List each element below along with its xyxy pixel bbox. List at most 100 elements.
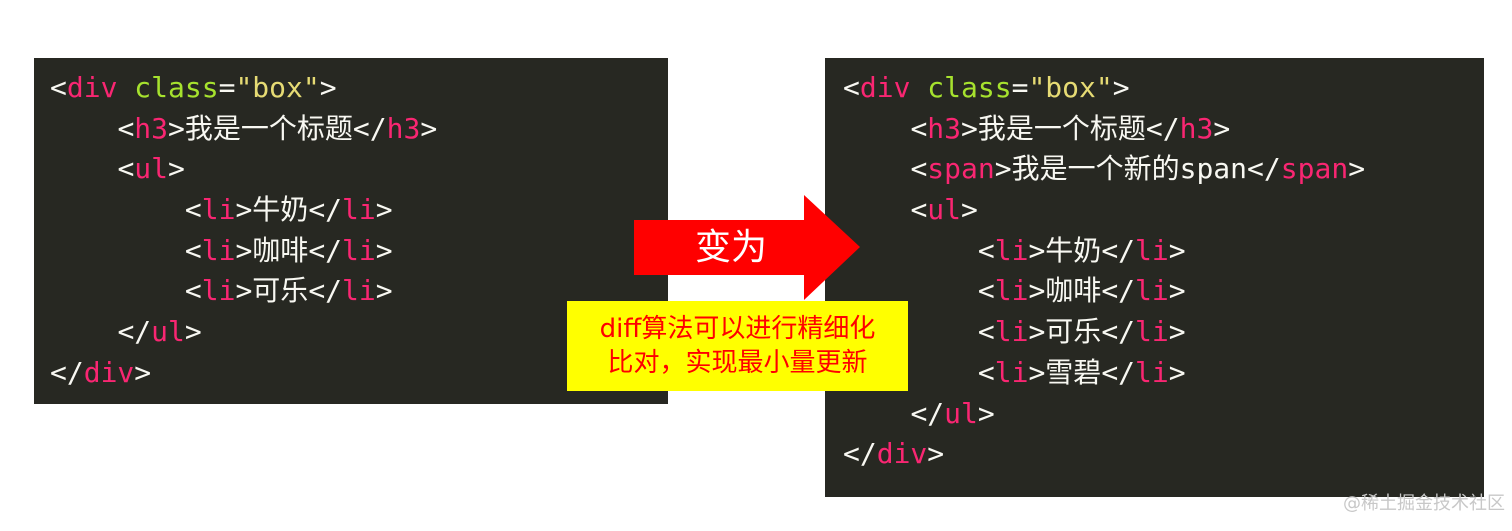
tag-name: ul bbox=[927, 193, 962, 227]
code-panel-after: <div class="box"> <h3>我是一个标题</h3> <span>… bbox=[825, 58, 1484, 497]
code-line: </ul> bbox=[50, 312, 668, 353]
code-token: > bbox=[994, 152, 1012, 186]
code-token: </ bbox=[1145, 111, 1180, 145]
code-token: > bbox=[168, 152, 185, 186]
tag-name: div bbox=[859, 71, 911, 104]
arrow-shape bbox=[634, 195, 860, 300]
attr-name: class bbox=[927, 71, 1012, 104]
code-token: > bbox=[1213, 111, 1231, 145]
code-token: > bbox=[1348, 152, 1366, 186]
code-token: > bbox=[1168, 274, 1186, 308]
code-token: > bbox=[1028, 274, 1046, 308]
indent bbox=[50, 274, 185, 307]
code-line: </div> bbox=[50, 353, 668, 394]
code-token: < bbox=[117, 152, 135, 186]
code-token: </ bbox=[1101, 315, 1136, 349]
arrow-label: 变为 bbox=[694, 227, 767, 268]
code-token: </ bbox=[1247, 152, 1281, 186]
code-token: > bbox=[235, 233, 253, 267]
code-token: > bbox=[977, 396, 995, 430]
tag-name: li bbox=[1135, 274, 1169, 308]
code-line: </div> bbox=[843, 434, 1484, 475]
code-token: > bbox=[961, 193, 978, 227]
transform-arrow-icon bbox=[634, 195, 860, 300]
indent bbox=[50, 315, 117, 348]
code-line: <h3>我是一个标题</h3> bbox=[50, 109, 668, 150]
code-token: > bbox=[134, 355, 152, 389]
code-token bbox=[117, 71, 134, 104]
code-token: </ bbox=[117, 315, 152, 349]
tag-name: li bbox=[342, 193, 376, 227]
code-token: </ bbox=[308, 193, 343, 227]
code-token: > bbox=[1168, 233, 1186, 267]
code-token: = bbox=[1011, 71, 1029, 104]
code-token: > bbox=[961, 111, 978, 145]
code-token: < bbox=[184, 193, 202, 227]
indent bbox=[843, 397, 910, 430]
code-token: </ bbox=[1101, 355, 1136, 389]
element-text: 可乐 bbox=[1045, 315, 1102, 349]
code-line: <li>雪碧</li> bbox=[843, 353, 1484, 394]
tag-name: h3 bbox=[386, 111, 421, 145]
code-token: </ bbox=[910, 396, 945, 430]
watermark: @稀土掘金技术社区 bbox=[1343, 493, 1505, 514]
code-line: <li>牛奶</li> bbox=[50, 190, 668, 231]
code-token: > bbox=[1028, 355, 1046, 389]
tag-name: li bbox=[201, 233, 236, 267]
tag-name: li bbox=[1135, 315, 1169, 349]
code-panel-before: <div class="box"> <h3>我是一个标题</h3> <ul> <… bbox=[34, 58, 668, 404]
indent bbox=[843, 112, 910, 145]
code-line: <li>可乐</li> bbox=[50, 271, 668, 312]
code-token: > bbox=[235, 193, 253, 227]
tag-name: li bbox=[994, 355, 1029, 389]
tag-name: li bbox=[1135, 355, 1169, 389]
tag-name: div bbox=[876, 437, 928, 471]
tag-name: span bbox=[1280, 152, 1349, 186]
indent bbox=[50, 152, 117, 185]
code-token: </ bbox=[843, 437, 877, 471]
code-token: > bbox=[1168, 315, 1186, 349]
code-token: < bbox=[977, 233, 995, 267]
code-token: < bbox=[184, 233, 202, 267]
code-token: > bbox=[1028, 315, 1046, 349]
code-token: > bbox=[1168, 355, 1186, 389]
code-token: < bbox=[184, 274, 202, 308]
element-text: 可乐 bbox=[252, 274, 309, 308]
element-text: 我是一个标题 bbox=[977, 111, 1146, 145]
tag-name: h3 bbox=[927, 111, 962, 145]
code-token: > bbox=[1028, 233, 1046, 267]
code-token: > bbox=[235, 274, 253, 308]
tag-name: li bbox=[342, 233, 376, 267]
tag-name: li bbox=[201, 193, 236, 227]
code-line: <h3>我是一个标题</h3> bbox=[843, 109, 1484, 150]
diff-callout: diff算法可以进行精细化 比对，实现最小量更新 bbox=[567, 301, 908, 391]
indent bbox=[50, 193, 185, 226]
indent bbox=[843, 234, 978, 267]
code-line: <li>可乐</li> bbox=[843, 312, 1484, 353]
tag-name: ul bbox=[944, 396, 978, 430]
code-line: <div class="box"> bbox=[843, 68, 1484, 109]
tag-name: li bbox=[994, 274, 1029, 308]
code-token: < bbox=[910, 152, 928, 186]
attr-value: "box" bbox=[1028, 71, 1113, 104]
tag-name: h3 bbox=[134, 111, 169, 145]
element-text: 雪碧 bbox=[1045, 355, 1102, 389]
code-token: > bbox=[319, 71, 337, 104]
tag-name: ul bbox=[134, 152, 169, 186]
tag-name: li bbox=[1135, 233, 1169, 267]
code-line: <li>牛奶</li> bbox=[843, 231, 1484, 272]
code-token: > bbox=[927, 437, 945, 471]
tag-name: h3 bbox=[1179, 111, 1214, 145]
code-token: </ bbox=[50, 355, 84, 389]
code-token: > bbox=[375, 193, 393, 227]
code-line: <span>我是一个新的span</span> bbox=[843, 149, 1484, 190]
code-token: > bbox=[184, 315, 202, 349]
element-text: 咖啡 bbox=[1045, 274, 1102, 308]
callout-line: 比对，实现最小量更新 bbox=[607, 348, 868, 378]
element-text: 咖啡 bbox=[252, 233, 309, 267]
attr-value: "box" bbox=[235, 71, 320, 104]
code-token: = bbox=[218, 71, 236, 104]
code-token: > bbox=[168, 111, 185, 145]
code-token: < bbox=[50, 71, 67, 104]
tag-name: div bbox=[66, 71, 118, 104]
